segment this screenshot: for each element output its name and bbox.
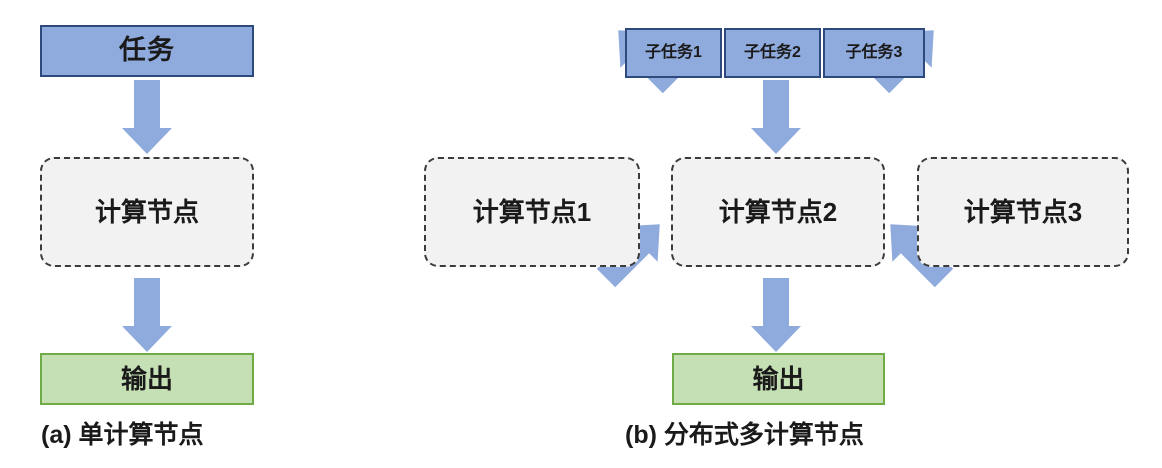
compute-node-box-2: 计算节点2 xyxy=(671,157,885,267)
output-box-a: 输出 xyxy=(40,353,254,405)
subtask-box-3: 子任务3 xyxy=(823,28,925,78)
task-box: 任务 xyxy=(40,25,254,77)
compute-node-label: 计算节点 xyxy=(94,196,199,227)
subtask-box-1: 子任务1 xyxy=(625,28,722,78)
subtask-box-3-label: 子任务3 xyxy=(845,44,903,62)
compute-node-2-label: 计算节点2 xyxy=(718,196,838,227)
arrow-task-to-compute xyxy=(122,80,172,154)
compute-node-box: 计算节点 xyxy=(40,157,254,267)
output-box-b-label: 输出 xyxy=(752,363,805,394)
caption-panel-b: (b) 分布式多计算节点 xyxy=(625,421,864,449)
compute-node-1-label: 计算节点1 xyxy=(472,196,592,227)
output-box-b: 输出 xyxy=(672,353,885,405)
compute-node-box-1: 计算节点1 xyxy=(424,157,640,267)
arrow-subtask2-to-compute2 xyxy=(751,80,801,154)
arrow-compute2-to-output xyxy=(751,278,801,352)
compute-node-3-label: 计算节点3 xyxy=(963,196,1083,227)
subtask-box-1-label: 子任务1 xyxy=(645,44,702,62)
subtask-box-2: 子任务2 xyxy=(724,28,821,78)
output-box-a-label: 输出 xyxy=(120,363,173,394)
task-box-label: 任务 xyxy=(119,35,175,66)
subtask-box-2-label: 子任务2 xyxy=(744,44,801,62)
caption-panel-a: (a) 单计算节点 xyxy=(41,421,204,449)
arrow-compute-to-output xyxy=(122,278,172,352)
compute-node-box-3: 计算节点3 xyxy=(917,157,1129,267)
